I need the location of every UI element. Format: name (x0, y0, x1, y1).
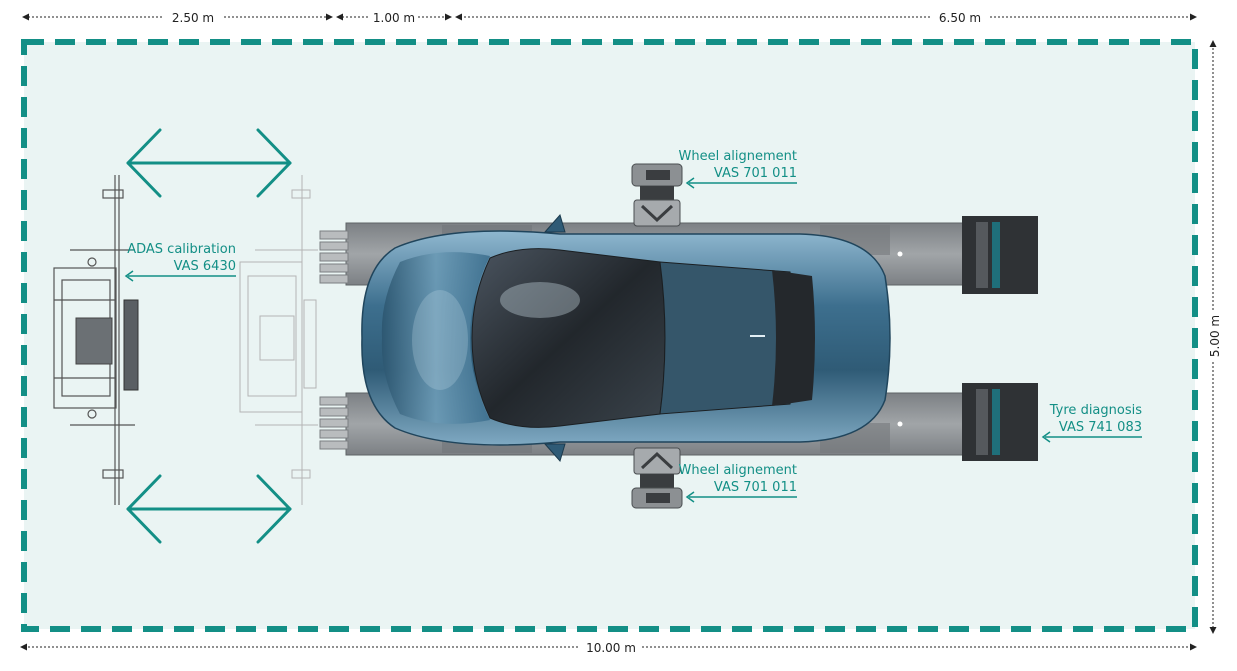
callout-tyre-line1: Tyre diagnosis (1049, 403, 1142, 418)
dimension-top: 2.50 m 1.00 m 6.50 m (22, 11, 1197, 25)
floor-boundary-dashed (21, 39, 1198, 632)
double-headed-arrow-icon (126, 474, 292, 544)
dimension-label-10-00: 10.00 m (586, 641, 636, 655)
callout-adas-line2: VAS 6430 (174, 259, 236, 274)
platform-ramp-bottom (319, 396, 349, 450)
left-arrow-icon (1041, 431, 1051, 443)
callout-wheel-alignment-top: Wheel alignement VAS 701 011 (678, 149, 797, 189)
dimension-bottom: 10.00 m (20, 641, 1197, 655)
tyre-diagnosis-unit-bottom (897, 383, 1038, 461)
dimension-arrow-icon (22, 13, 1197, 21)
wheel-alignment-head-top (631, 163, 683, 227)
adas-calibration-frame-ghost (239, 175, 318, 505)
adas-calibration-frame (53, 175, 139, 505)
tyre-diagnosis-unit-top (897, 216, 1038, 294)
callout-tyre-line2: VAS 741 083 (1059, 420, 1142, 435)
callout-wheel-top-line2: VAS 701 011 (714, 166, 797, 181)
callout-adas-line1: ADAS calibration (127, 242, 236, 257)
dimension-label-2-50: 2.50 m (172, 11, 214, 25)
dimension-label-1-00: 1.00 m (373, 11, 415, 25)
callout-adas-calibration: ADAS calibration VAS 6430 (124, 242, 236, 282)
left-arrow-icon (124, 270, 134, 282)
callout-tyre-diagnosis: Tyre diagnosis VAS 741 083 (1041, 403, 1142, 443)
dimension-arrow-icon (20, 643, 1197, 651)
dimension-label-6-50: 6.50 m (939, 11, 981, 25)
dimension-label-5-00: 5.00 m (1208, 315, 1222, 357)
left-arrow-icon (685, 177, 695, 189)
callout-wheel-bottom-line1: Wheel alignement (678, 463, 797, 478)
callout-wheel-alignment-bottom: Wheel alignement VAS 701 011 (678, 463, 797, 503)
wheel-alignment-head-bottom (631, 447, 683, 509)
left-arrow-icon (685, 491, 695, 503)
callout-wheel-top-line1: Wheel alignement (678, 149, 797, 164)
car-top-view (361, 213, 891, 463)
double-headed-arrow-icon (126, 128, 292, 198)
dimension-arrow-icon (1209, 40, 1217, 634)
platform-ramp-top (319, 230, 349, 284)
callout-wheel-bottom-line2: VAS 701 011 (714, 480, 797, 495)
dimension-right: 5.00 m (1208, 40, 1222, 634)
